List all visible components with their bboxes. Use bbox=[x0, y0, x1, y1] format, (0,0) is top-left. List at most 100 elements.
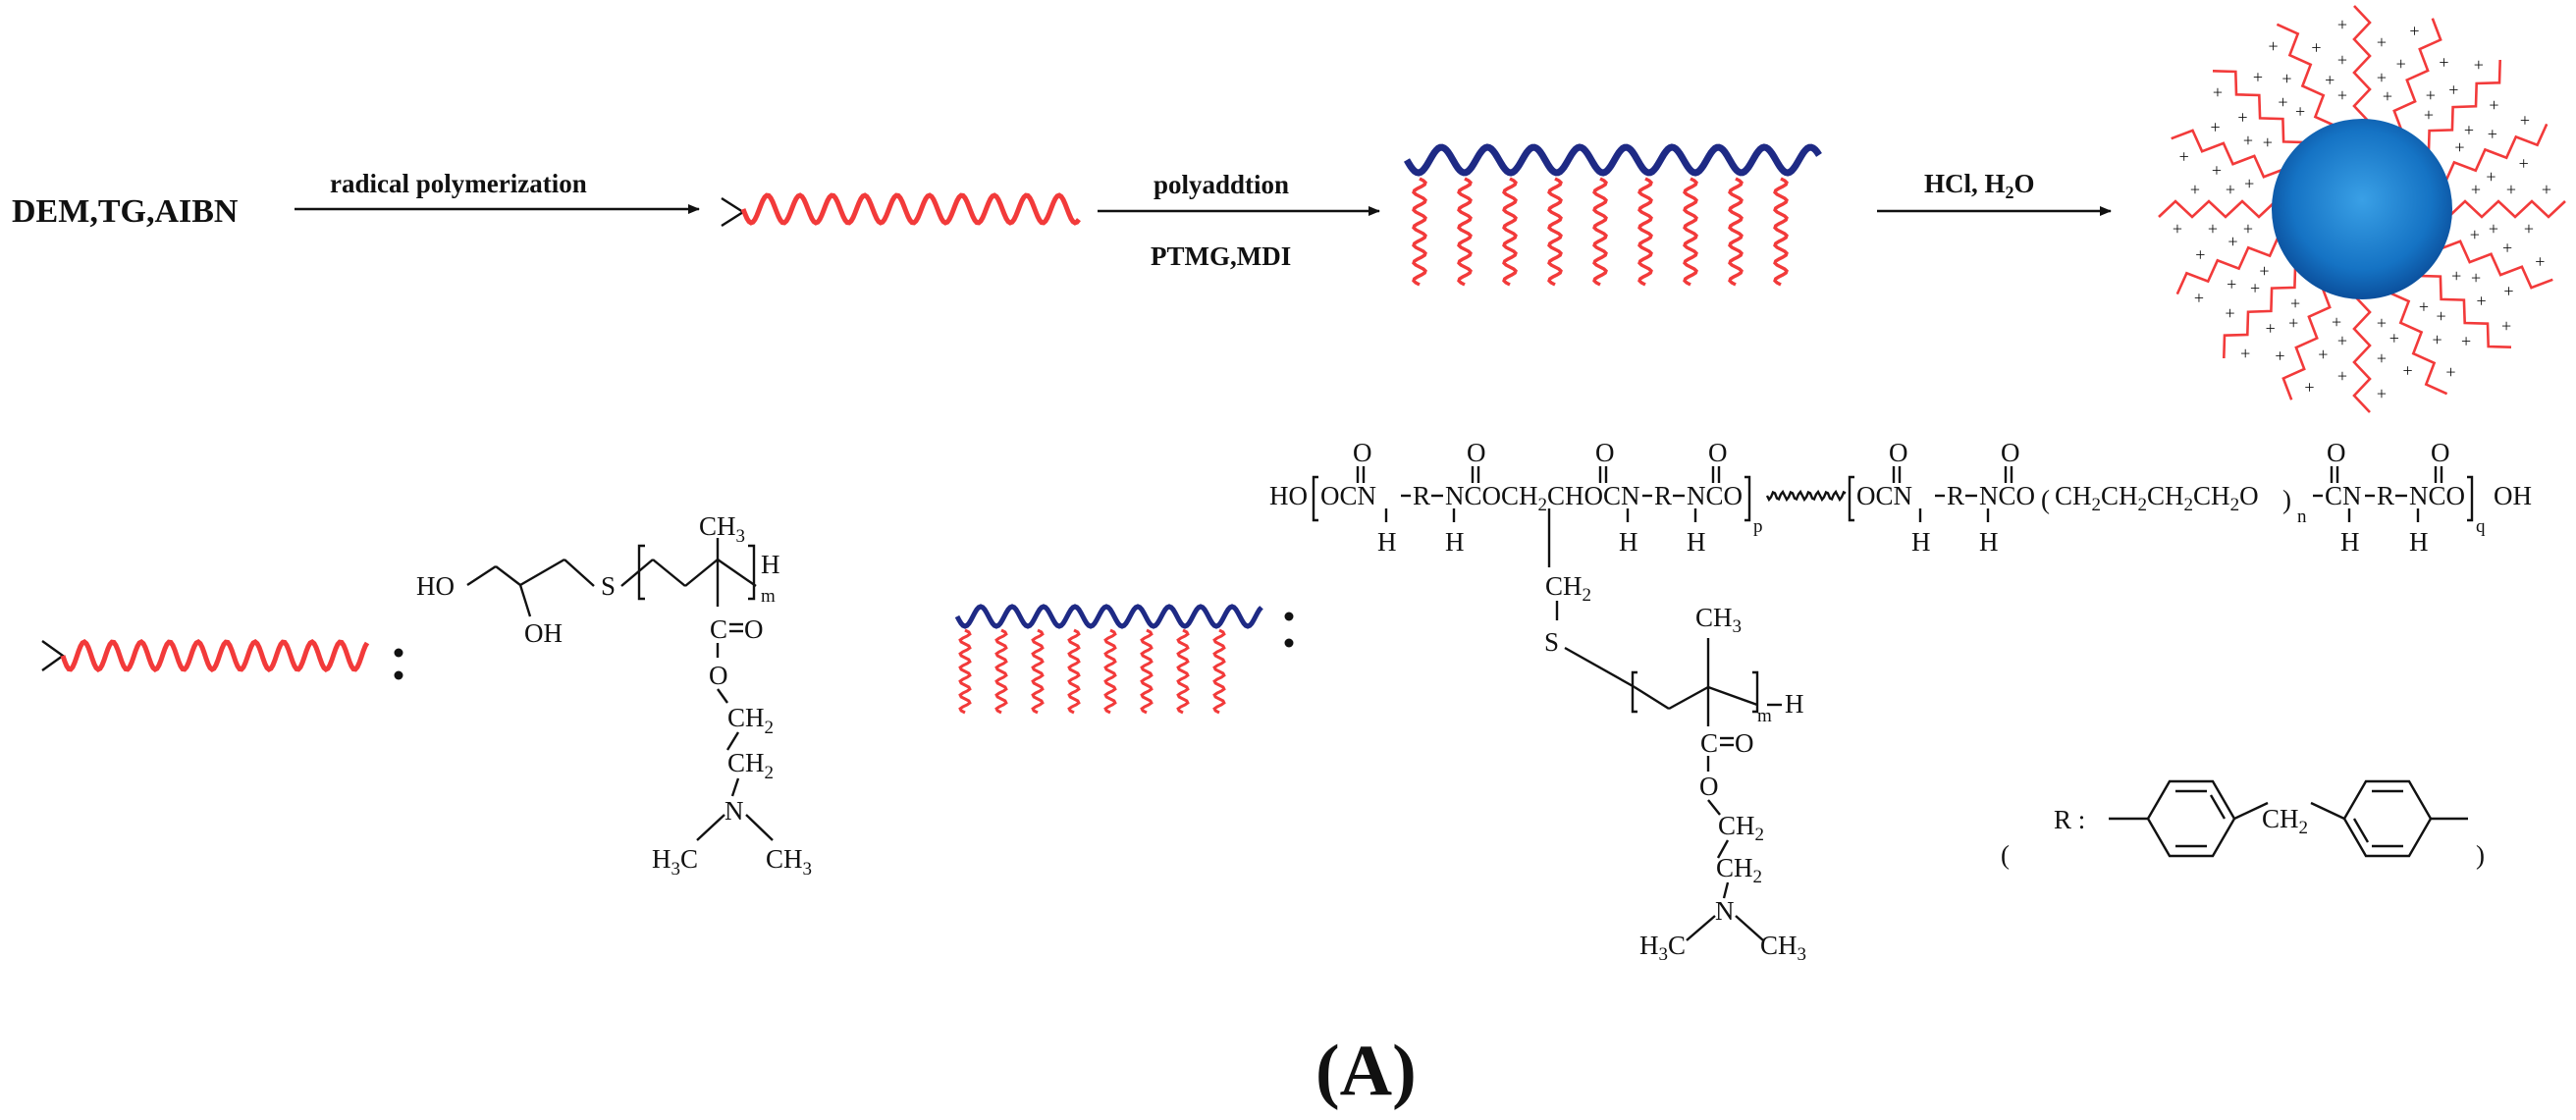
R-group: R bbox=[1947, 481, 1964, 510]
reagents-label: DEM,TG,AIBN bbox=[12, 193, 239, 230]
bond bbox=[652, 559, 686, 587]
positive-charge-icon: + bbox=[2337, 331, 2347, 350]
positive-charge-icon: + bbox=[2477, 291, 2487, 310]
atom-N: N bbox=[1715, 896, 1735, 926]
positive-charge-icon: + bbox=[2437, 306, 2446, 326]
atom-O: O bbox=[1735, 728, 1754, 758]
pendant-chain bbox=[1103, 628, 1117, 715]
positive-charge-icon: + bbox=[2445, 362, 2455, 382]
side-CH2-b: CH2 bbox=[1716, 853, 1762, 887]
positive-charge-icon: + bbox=[2424, 105, 2434, 125]
bond bbox=[1716, 839, 1730, 859]
positive-charge-icon: + bbox=[2535, 252, 2545, 272]
polyurethane-structure: HO OCN O H R NCOCH2CHOCN H O O H R NCO H… bbox=[1269, 438, 2532, 965]
atom-O: O bbox=[1699, 772, 1719, 801]
positive-charge-icon: + bbox=[2212, 160, 2222, 180]
positive-charge-icon: + bbox=[2281, 69, 2291, 88]
positive-charge-icon: + bbox=[2503, 282, 2513, 301]
bracket-p-right bbox=[1744, 475, 1751, 522]
pendant-chain bbox=[1547, 177, 1563, 287]
r-label: R : bbox=[2054, 805, 2085, 834]
urethane-NCO-2: NCO bbox=[1979, 481, 2035, 510]
pendant-chain bbox=[1592, 177, 1608, 287]
benzene-ring-2 bbox=[2342, 779, 2433, 858]
positive-charge-icon: + bbox=[2243, 131, 2253, 150]
step3-condition: HCl, H2O bbox=[1924, 169, 2035, 202]
end-HO: HO bbox=[1269, 481, 1308, 510]
positive-charge-icon: + bbox=[2266, 319, 2276, 339]
micelle-arm bbox=[2387, 291, 2448, 396]
positive-charge-icon: + bbox=[2190, 180, 2200, 199]
pendant-chain bbox=[1412, 177, 1427, 287]
cationic-micelle-icon: ++++++++++++++++++++++++++++++++++++++++… bbox=[2158, 5, 2566, 413]
positive-charge-icon: + bbox=[2227, 275, 2236, 294]
colon-dot bbox=[1284, 612, 1294, 621]
positive-charge-icon: + bbox=[2383, 86, 2392, 106]
positive-charge-icon: + bbox=[2290, 293, 2300, 313]
atom-OH: OH bbox=[524, 618, 563, 648]
bond bbox=[1735, 915, 1764, 941]
repeat-bracket-right bbox=[748, 544, 756, 601]
atom-O: O bbox=[2431, 438, 2450, 467]
positive-charge-icon: + bbox=[2426, 85, 2436, 105]
side-S: S bbox=[1544, 627, 1559, 657]
methylene-1: CH2 bbox=[727, 703, 774, 738]
blue-backbone-legend bbox=[954, 604, 1263, 629]
step2-condition-bottom: PTMG,MDI bbox=[1151, 241, 1291, 271]
graft-copolymer-icon bbox=[1403, 143, 1822, 287]
positive-charge-icon: + bbox=[2288, 313, 2298, 333]
panel-label: (A) bbox=[1315, 1031, 1417, 1111]
R-group: R bbox=[1654, 481, 1672, 510]
positive-charge-icon: + bbox=[2226, 180, 2235, 199]
micelle-arm bbox=[2352, 5, 2372, 124]
atom-O-ester: O bbox=[709, 661, 728, 690]
urethane-OCN-1: OCN bbox=[1320, 481, 1376, 510]
atom-HO: HO bbox=[416, 571, 455, 601]
initiator-end-icon bbox=[721, 196, 746, 228]
methyl-left: H3C bbox=[652, 844, 698, 880]
positive-charge-icon: + bbox=[2464, 120, 2474, 139]
red-pendant-chains bbox=[1412, 177, 1789, 287]
positive-charge-icon: + bbox=[2278, 92, 2287, 112]
positive-charge-icon: + bbox=[2240, 344, 2250, 363]
side-CH2-a: CH2 bbox=[1718, 811, 1764, 845]
pendant-chain bbox=[1637, 177, 1653, 287]
positive-charge-icon: + bbox=[2226, 303, 2235, 323]
positive-charge-icon: + bbox=[2389, 329, 2399, 348]
side-CH3: CH3 bbox=[1695, 603, 1742, 637]
bond bbox=[495, 565, 521, 586]
r-group-definition: ( R : CH2 ) bbox=[2001, 779, 2485, 870]
positive-charge-icon: + bbox=[2253, 68, 2263, 87]
chain-legend-1 bbox=[41, 639, 403, 680]
ptmg-close-paren: ) bbox=[2282, 485, 2291, 514]
positive-charge-icon: + bbox=[2439, 53, 2448, 73]
positive-charge-icon: + bbox=[2337, 50, 2347, 70]
bracket-p-left bbox=[1312, 475, 1318, 522]
atom-H: H bbox=[2409, 527, 2429, 557]
subscript-m: m bbox=[761, 586, 776, 607]
methyl-right: CH3 bbox=[1760, 931, 1806, 965]
methyl-left: H3C bbox=[1639, 931, 1686, 965]
micelle-arm bbox=[2171, 129, 2286, 179]
urethane-NCO-3: NCO bbox=[2409, 481, 2465, 510]
initiator-end-icon-2 bbox=[41, 640, 66, 671]
atom-O: O bbox=[1467, 438, 1486, 467]
subscript-n: n bbox=[2297, 507, 2307, 527]
side-CH2: CH2 bbox=[1545, 571, 1591, 606]
atom-H: H bbox=[1979, 527, 1999, 557]
segment-NCOCH2: NCOCH2CHOCN bbox=[1445, 481, 1640, 515]
atom-C: C bbox=[710, 614, 727, 644]
pendant-chain bbox=[1031, 628, 1045, 715]
atom-H: H bbox=[1445, 527, 1465, 557]
wavy-link bbox=[1765, 489, 1847, 503]
positive-charge-icon: + bbox=[2337, 366, 2347, 386]
step2-condition-top: polyaddtion bbox=[1154, 170, 1289, 199]
positive-charge-icon: + bbox=[2519, 153, 2529, 173]
positive-charge-icon: + bbox=[2194, 288, 2204, 307]
bond bbox=[684, 559, 719, 587]
positive-charge-icon: + bbox=[2470, 225, 2480, 244]
positive-charge-icon: + bbox=[2237, 108, 2247, 128]
positive-charge-icon: + bbox=[2448, 80, 2458, 99]
bridge-CH2: CH2 bbox=[2262, 804, 2308, 838]
pendant-chain bbox=[1683, 177, 1698, 287]
